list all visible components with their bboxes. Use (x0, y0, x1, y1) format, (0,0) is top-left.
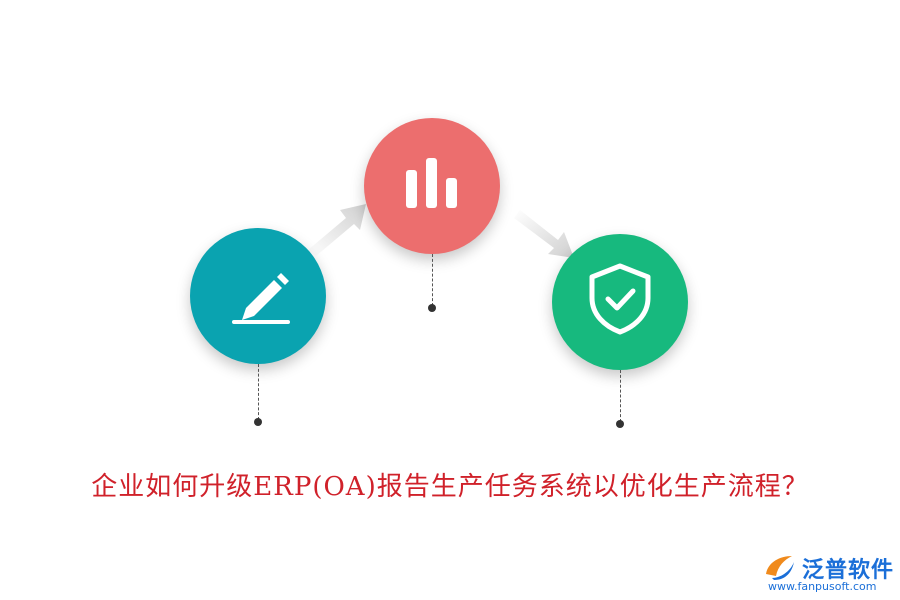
step-circle-edit (190, 228, 326, 364)
leader-line (620, 370, 621, 422)
marker-dot (254, 418, 262, 426)
logo-mark-icon (766, 556, 794, 580)
bar-chart-icon (406, 158, 457, 208)
page-title: 企业如何升级ERP(OA)报告生产任务系统以优化生产流程？ (91, 472, 809, 502)
arrow-icon (308, 204, 366, 256)
logo-url: www.fanpusoft.com (768, 580, 877, 593)
step-circle-shield (552, 234, 688, 370)
pencil-icon (232, 273, 290, 324)
marker-dot (616, 420, 624, 428)
leader-line (258, 364, 259, 420)
brand-logo: 泛普软件 www.fanpusoft.com (762, 550, 895, 594)
leader-line (432, 254, 433, 306)
logo-name: 泛普软件 (802, 558, 895, 583)
step-circle-chart (364, 118, 500, 254)
shield-check-icon (589, 263, 651, 335)
arrow-icon (514, 210, 574, 258)
marker-dot (428, 304, 436, 312)
